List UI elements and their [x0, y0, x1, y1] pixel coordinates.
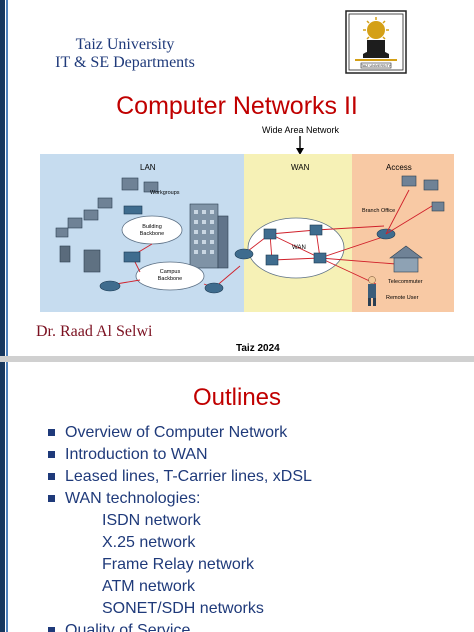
house-icon [389, 245, 423, 273]
title-slide: Taiz University IT & SE Departments TAIZ… [0, 0, 454, 356]
university-logo: TAIZ UNIVERSITY [345, 10, 407, 74]
lan-label: LAN [140, 163, 156, 172]
slide-separator [0, 356, 474, 362]
network-diagram: LAN WAN Access Workgroups [40, 154, 454, 312]
slide-year: Taiz 2024 [236, 343, 280, 354]
outline-item: Quality of Service [48, 620, 312, 632]
outline-item: Introduction to WAN [48, 444, 312, 466]
wan-switch-icons [234, 224, 327, 266]
outline-subitem: Frame Relay network [102, 556, 255, 573]
campus-backbone-label-2: Backbone [158, 276, 182, 282]
wan-cloud-label: WAN [292, 245, 306, 251]
logo-text: TAIZ UNIVERSITY [361, 64, 392, 68]
university-name: Taiz University [75, 36, 175, 53]
branch-office-icons [376, 175, 445, 240]
lan-switch-icons [99, 205, 224, 294]
outline-item: WAN technologies: [48, 488, 312, 510]
building-icon [189, 203, 229, 269]
workgroup-pc-icons [55, 177, 159, 273]
left-accent-bar [0, 0, 9, 356]
telecommuter-label: Telecommuter [388, 279, 423, 285]
outline-slide: Outlines Overview of Computer Network In… [0, 362, 474, 632]
building-backbone-label-2: Backbone [140, 231, 164, 237]
left-accent-bar [0, 362, 9, 632]
wan-label: WAN [291, 163, 310, 172]
workgroups-label: Workgroups [150, 190, 180, 196]
department-name: IT & SE Departments [55, 54, 195, 71]
outline-title: Outlines [192, 384, 282, 411]
outline-subitem: ISDN network [102, 512, 201, 529]
outline-subitem: ATM network [102, 578, 196, 595]
outline-subitem: X.25 network [102, 534, 196, 551]
outline-item: Leased lines, T-Carrier lines, xDSL [48, 466, 312, 488]
access-label: Access [386, 163, 412, 172]
arrow-down-icon [296, 136, 304, 155]
outline-list: Overview of Computer Network Introductio… [48, 422, 312, 632]
building-backbone-cloud [121, 215, 183, 245]
wan-callout: Wide Area Network [262, 125, 340, 135]
outline-item: Overview of Computer Network [48, 422, 312, 444]
branch-office-label: Branch Office [362, 208, 395, 214]
building-backbone-label-1: Building [142, 224, 162, 230]
remote-user-label: Remote User [386, 295, 419, 301]
campus-backbone-label-1: Campus [160, 269, 181, 275]
slide-title: Computer Networks II [116, 92, 358, 120]
outline-subitem: SONET/SDH networks [102, 600, 264, 617]
author-name: Dr. Raad Al Selwi [36, 323, 153, 340]
campus-backbone-cloud [135, 261, 205, 291]
remote-user-icon [368, 276, 376, 306]
